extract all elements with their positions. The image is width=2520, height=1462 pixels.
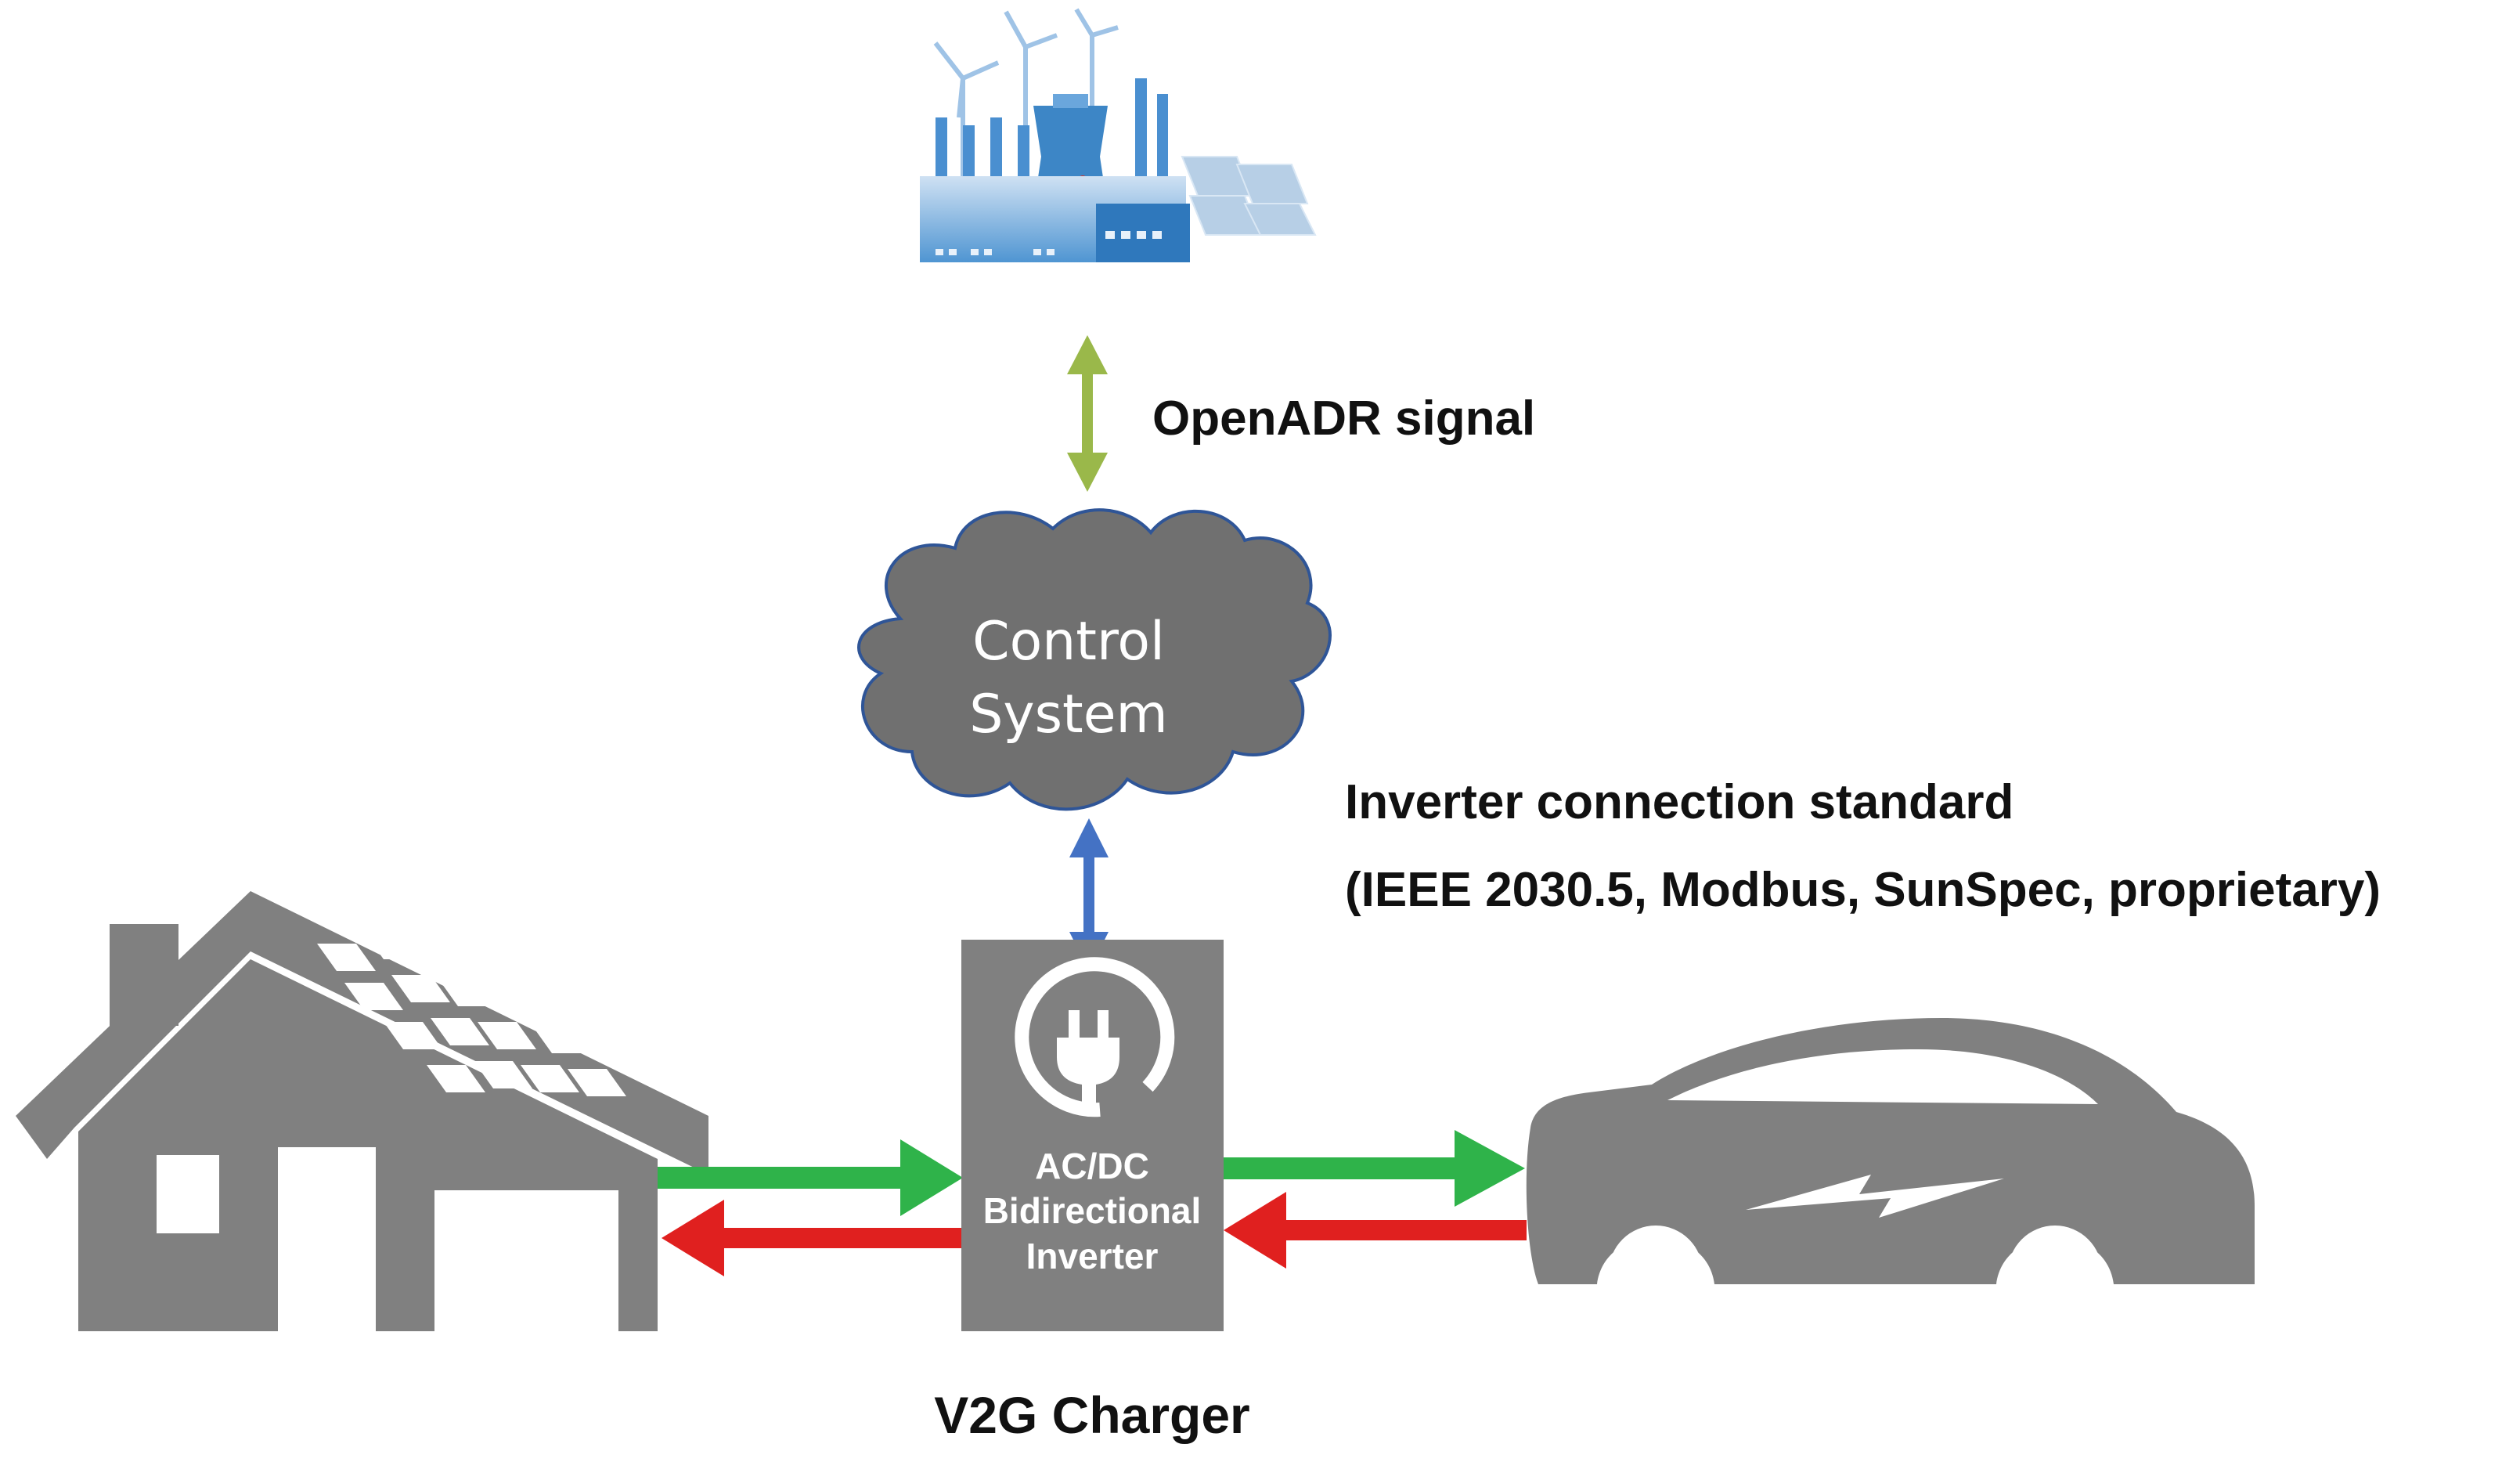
charger-to-house-arrow (662, 1200, 967, 1276)
electric-car-icon (1526, 1018, 2255, 1319)
inverter-label-line1: AC/DC (1035, 1146, 1149, 1186)
inverter-standard-line2: (IEEE 2030.5, Modbus, SunSpec, proprieta… (1345, 863, 2381, 917)
lightning-bolt-icon (1746, 1175, 2004, 1218)
control-system-cloud (857, 508, 1332, 811)
house-with-solar-icon (16, 891, 708, 1331)
inverter-label-line2: Bidirectional (983, 1190, 1202, 1231)
inverter-standard-line1: Inverter connection standard (1345, 775, 2013, 829)
cloud-label-line1: Control (972, 611, 1165, 673)
cloud-label-line2: System (969, 684, 1168, 745)
house-to-charger-arrow (658, 1139, 963, 1216)
v2g-charger-box (961, 940, 1224, 1331)
power-plant-icon (920, 8, 1317, 262)
openadr-arrow (1067, 335, 1108, 492)
inverter-label-line3: Inverter (1026, 1236, 1159, 1276)
solar-panels-icon (317, 932, 626, 1096)
v2g-charger-label: V2G Charger (934, 1386, 1249, 1444)
car-to-charger-arrow (1224, 1192, 1527, 1269)
plug-icon (1015, 957, 1175, 1117)
openadr-label: OpenADR signal (1152, 392, 1535, 446)
charger-to-car-arrow (1224, 1130, 1525, 1207)
